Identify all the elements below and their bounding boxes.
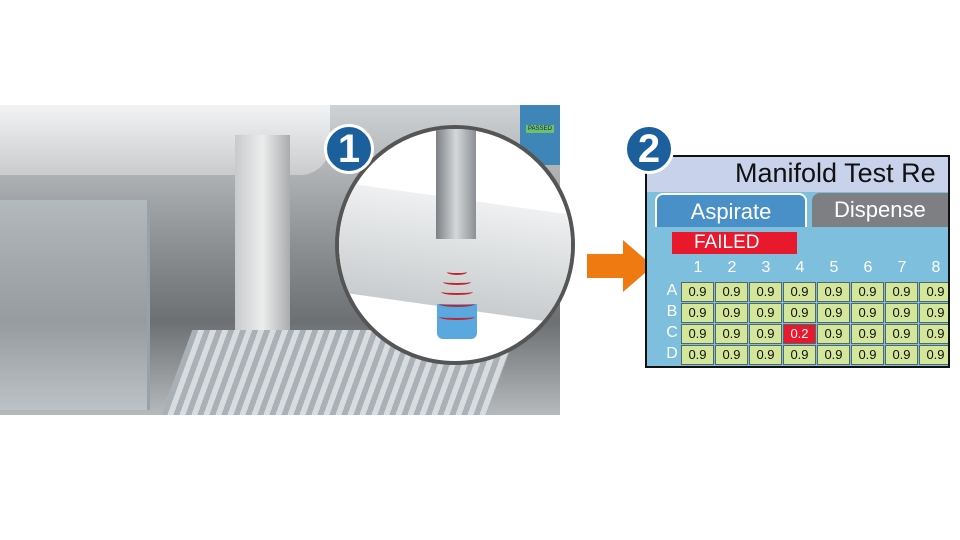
metal-bracket: [235, 135, 290, 365]
result-cell: 0.9: [681, 303, 714, 323]
row-header: C: [666, 324, 678, 341]
column-header: 8: [931, 259, 941, 276]
result-cell: 0.9: [715, 345, 748, 365]
row-header: D: [666, 345, 678, 362]
result-cell: 0.9: [817, 324, 850, 344]
result-cell: 0.9: [783, 345, 816, 365]
row-header: B: [666, 303, 678, 320]
ultrasonic-wave: [439, 301, 475, 307]
dispense-tip: [436, 129, 476, 239]
ultrasonic-wave: [441, 289, 473, 295]
result-cell: 0.9: [783, 282, 816, 302]
tab-dispense[interactable]: Dispense: [812, 193, 948, 227]
result-cell: 0.9: [817, 303, 850, 323]
result-cell: 0.9: [919, 324, 948, 344]
ultrasonic-wave: [443, 279, 471, 285]
result-cell: 0.9: [749, 345, 782, 365]
column-header: 7: [897, 259, 907, 276]
result-cell: 0.9: [885, 282, 918, 302]
result-cell: 0.9: [681, 324, 714, 344]
result-cell: 0.9: [783, 303, 816, 323]
result-cell: 0.9: [681, 282, 714, 302]
result-cell: 0.9: [749, 282, 782, 302]
result-cell: 0.9: [919, 303, 948, 323]
tab-aspirate[interactable]: Aspirate: [655, 193, 807, 227]
step-1-badge: 1: [324, 124, 374, 174]
column-header: 2: [727, 259, 737, 276]
result-cell: 0.9: [715, 303, 748, 323]
status-badge: FAILED: [672, 232, 797, 254]
screen-passed-status: PASSED: [526, 125, 554, 133]
ultrasonic-wave: [447, 269, 467, 275]
well-detail-magnifier: [335, 125, 575, 365]
column-header: 1: [693, 259, 703, 276]
result-cell: 0.9: [885, 324, 918, 344]
result-cell: 0.9: [715, 282, 748, 302]
result-cell: 0.9: [817, 345, 850, 365]
plastic-shield: [0, 200, 150, 410]
column-header: 3: [761, 259, 771, 276]
result-cell: 0.9: [919, 282, 948, 302]
result-cell: 0.9: [885, 303, 918, 323]
result-cell: 0.9: [749, 324, 782, 344]
row-header: A: [666, 282, 678, 299]
result-cell: 0.9: [851, 324, 884, 344]
result-cell: 0.9: [715, 324, 748, 344]
result-cell: 0.9: [817, 282, 850, 302]
panel-title: Manifold Test Re: [647, 157, 948, 192]
column-header: 5: [829, 259, 839, 276]
ultrasonic-wave: [439, 314, 475, 320]
manifold-test-results-panel: Manifold Test Re Aspirate Dispense FAILE…: [645, 155, 950, 368]
result-cell: 0.9: [885, 345, 918, 365]
result-cell: 0.9: [851, 345, 884, 365]
column-header: 6: [863, 259, 873, 276]
result-cell: 0.2: [783, 324, 816, 344]
well-liquid: [437, 304, 477, 339]
result-cell: 0.9: [919, 345, 948, 365]
result-cell: 0.9: [851, 303, 884, 323]
step-2-badge: 2: [624, 124, 674, 174]
result-cell: 0.9: [681, 345, 714, 365]
result-cell: 0.9: [851, 282, 884, 302]
result-cell: 0.9: [749, 303, 782, 323]
column-header: 4: [795, 259, 805, 276]
